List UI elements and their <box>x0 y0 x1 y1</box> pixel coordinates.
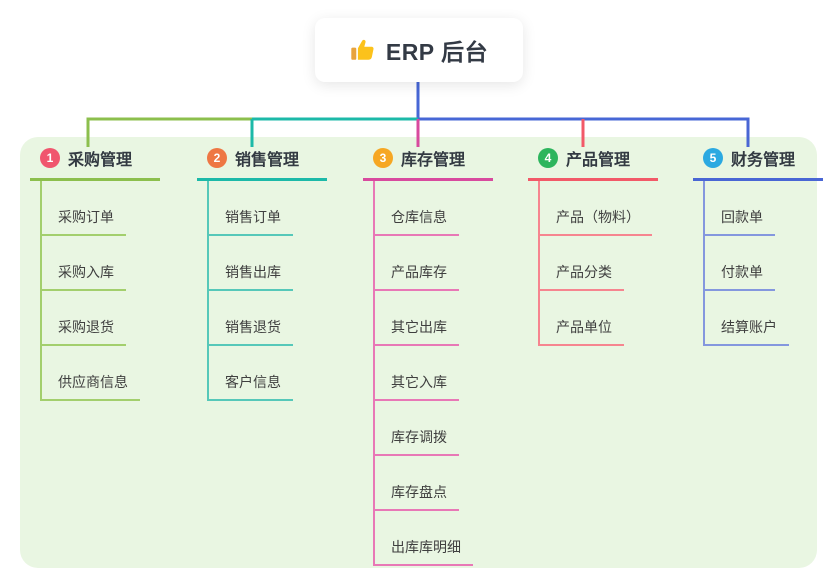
child-node[interactable]: 采购入库 <box>42 236 126 291</box>
child-node-label: 仓库信息 <box>391 209 447 225</box>
child-node-label: 回款单 <box>721 209 763 225</box>
branches-panel <box>20 137 817 568</box>
child-node[interactable]: 供应商信息 <box>42 346 140 401</box>
child-node-label: 供应商信息 <box>58 374 128 390</box>
child-node-label: 结算账户 <box>721 319 777 335</box>
branch-children: 回款单付款单结算账户 <box>703 181 789 346</box>
child-node-label: 销售退货 <box>225 319 281 335</box>
child-node[interactable]: 仓库信息 <box>375 181 459 236</box>
child-node[interactable]: 客户信息 <box>209 346 293 401</box>
child-node-label: 付款单 <box>721 264 763 280</box>
child-node[interactable]: 产品单位 <box>540 291 624 346</box>
child-node[interactable]: 采购退货 <box>42 291 126 346</box>
branch-children: 采购订单采购入库采购退货供应商信息 <box>40 181 140 401</box>
branch-number-badge: 2 <box>207 148 227 168</box>
branch-4: 4 产品管理产品（物料） 产品分类产品单位 <box>528 146 658 346</box>
child-node[interactable]: 回款单 <box>705 181 775 236</box>
child-node[interactable]: 付款单 <box>705 236 775 291</box>
child-node[interactable]: 结算账户 <box>705 291 789 346</box>
branch-children: 产品（物料） 产品分类产品单位 <box>538 181 652 346</box>
branch-header-5[interactable]: 5 财务管理 <box>693 146 823 181</box>
branch-header-1[interactable]: 1 采购管理 <box>30 146 160 181</box>
child-node-label: 采购退货 <box>58 319 114 335</box>
child-node-label: 产品（物料） <box>556 209 640 225</box>
child-node[interactable]: 采购订单 <box>42 181 126 236</box>
thumbs-up-icon <box>350 37 376 63</box>
branch-label: 采购管理 <box>68 152 133 169</box>
branch-children: 仓库信息产品库存其它出库其它入库库存调拨库存盘点出库库明细 <box>373 181 473 566</box>
child-node[interactable]: 产品库存 <box>375 236 459 291</box>
child-node-label: 产品分类 <box>556 264 612 280</box>
branch-header-2[interactable]: 2 销售管理 <box>197 146 327 181</box>
child-node[interactable]: 产品分类 <box>540 236 624 291</box>
child-node[interactable]: 出库库明细 <box>375 511 473 566</box>
branch-1: 1 采购管理采购订单采购入库采购退货供应商信息 <box>30 146 160 401</box>
branch-label: 销售管理 <box>235 152 300 169</box>
child-node[interactable]: 库存盘点 <box>375 456 459 511</box>
child-node[interactable]: 其它入库 <box>375 346 459 401</box>
branch-header-3[interactable]: 3 库存管理 <box>363 146 493 181</box>
child-node-label: 采购订单 <box>58 209 114 225</box>
child-node[interactable]: 其它出库 <box>375 291 459 346</box>
child-node-label: 客户信息 <box>225 374 281 390</box>
root-node-label: ERP 后台 <box>385 39 489 65</box>
root-node[interactable]: ERP 后台 <box>315 18 523 82</box>
child-node-label: 产品库存 <box>391 264 447 280</box>
branch-header-4[interactable]: 4 产品管理 <box>528 146 658 181</box>
child-node[interactable]: 销售订单 <box>209 181 293 236</box>
child-node-label: 库存调拨 <box>391 429 447 445</box>
branch-2: 2 销售管理销售订单销售出库销售退货客户信息 <box>197 146 327 401</box>
branch-3: 3 库存管理仓库信息产品库存其它出库其它入库库存调拨库存盘点出库库明细 <box>363 146 493 566</box>
child-node-label: 产品单位 <box>556 319 612 335</box>
child-node-label: 销售出库 <box>225 264 281 280</box>
branch-number-badge: 5 <box>703 148 723 168</box>
child-node-label: 库存盘点 <box>391 484 447 500</box>
child-node[interactable]: 销售出库 <box>209 236 293 291</box>
child-node-label: 其它出库 <box>391 319 447 335</box>
branch-label: 产品管理 <box>566 152 631 169</box>
child-node-label: 销售订单 <box>225 209 281 225</box>
branch-number-badge: 3 <box>373 148 393 168</box>
branch-5: 5 财务管理回款单付款单结算账户 <box>693 146 823 346</box>
child-node[interactable]: 库存调拨 <box>375 401 459 456</box>
child-node-label: 其它入库 <box>391 374 447 390</box>
branch-number-badge: 1 <box>40 148 60 168</box>
branch-children: 销售订单销售出库销售退货客户信息 <box>207 181 293 401</box>
branch-label: 财务管理 <box>731 152 796 169</box>
child-node-label: 采购入库 <box>58 264 114 280</box>
child-node[interactable]: 销售退货 <box>209 291 293 346</box>
child-node[interactable]: 产品（物料） <box>540 181 652 236</box>
branch-number-badge: 4 <box>538 148 558 168</box>
child-node-label: 出库库明细 <box>391 539 461 555</box>
branch-label: 库存管理 <box>401 152 466 169</box>
